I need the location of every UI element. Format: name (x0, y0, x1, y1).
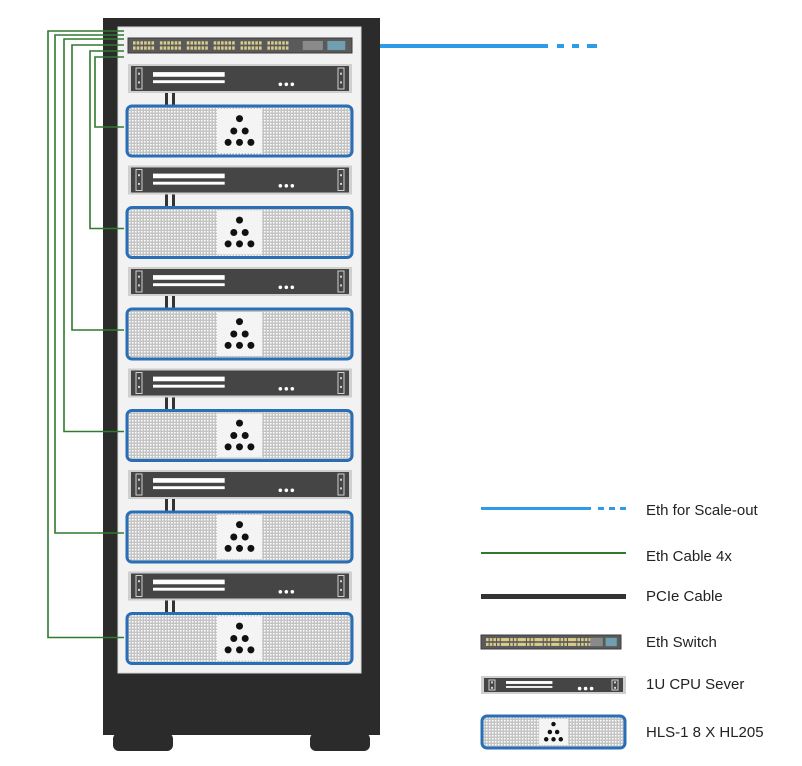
rack-units (125, 64, 354, 665)
hls-box (125, 409, 354, 462)
eth-cable-4x (54, 34, 124, 534)
legend-label-eth-switch: Eth Switch (646, 634, 717, 651)
eth-cable-4x (89, 50, 124, 230)
cpu-server (128, 470, 352, 499)
switch-body (127, 37, 353, 54)
hls-box (125, 510, 354, 564)
cpu-server (128, 165, 352, 195)
legend-label-eth-cable: Eth Cable 4x (646, 548, 732, 565)
eth-cable-4x-group (47, 30, 124, 639)
legend-eth-switch-icon (480, 634, 622, 650)
hls-box (125, 307, 354, 361)
eth-cable-4x (47, 30, 124, 639)
legend-cpu-server-icon (481, 676, 626, 694)
pcie-cable (165, 499, 168, 511)
hls-box (125, 206, 354, 259)
pcie-cable (165, 600, 168, 613)
legend-label-eth-scale-out: Eth for Scale-out (646, 502, 758, 519)
legend (480, 507, 627, 750)
pcie-cable (165, 93, 168, 105)
pcie-cable (172, 499, 175, 511)
pcie-cable (165, 397, 168, 410)
legend-label-hls-box: HLS-1 8 X HL205 (646, 724, 764, 741)
pcie-cable (165, 296, 168, 308)
pcie-cable (165, 194, 168, 207)
legend-label-cpu-server: 1U CPU Sever (646, 676, 745, 693)
eth-scale-out-link (380, 44, 597, 48)
hls-box (125, 104, 354, 158)
hls-box (480, 714, 627, 750)
legend-eth-scale-out-line (481, 507, 626, 510)
eth-cable-4x (63, 38, 124, 433)
hls-box (125, 612, 354, 665)
legend-label-pcie-cable: PCIe Cable (646, 588, 723, 605)
pcie-cable (172, 296, 175, 308)
pcie-cable (172, 397, 175, 410)
legend-eth-cable-line (481, 552, 626, 554)
pcie-cable (172, 93, 175, 105)
cpu-server (128, 267, 352, 296)
pcie-cable (172, 600, 175, 613)
eth-cable-4x (71, 44, 124, 331)
legend-hls-box-icon (480, 714, 627, 750)
switch-body (480, 634, 622, 650)
cpu-server (128, 64, 352, 93)
pcie-cable (172, 194, 175, 207)
cpu-server (481, 676, 626, 694)
cpu-server (128, 368, 352, 398)
legend-pcie-cable-line (481, 594, 626, 599)
rack-foot-right (310, 733, 370, 751)
rack-foot-left (113, 733, 173, 751)
cpu-server (128, 571, 352, 601)
eth-switch (127, 37, 353, 54)
eth-cable-4x (94, 56, 124, 128)
